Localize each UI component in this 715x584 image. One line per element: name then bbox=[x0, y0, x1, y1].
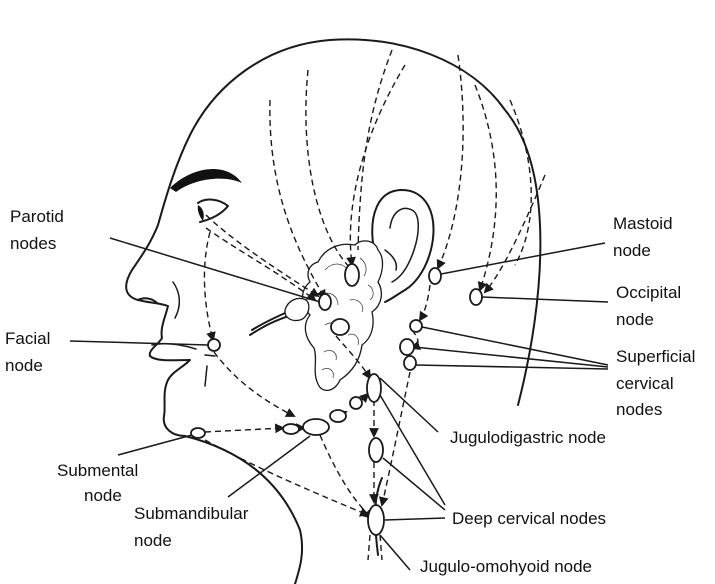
node-deep-cervical-1 bbox=[369, 438, 383, 462]
node-submandibular-3 bbox=[330, 410, 346, 422]
node-parotid-lower bbox=[331, 319, 349, 335]
node-mastoid bbox=[429, 268, 441, 284]
label-parotid-nodes: Parotid nodes bbox=[10, 207, 69, 253]
node-superficial-cervical-1 bbox=[410, 320, 422, 332]
node-submental bbox=[191, 428, 205, 438]
node-submandibular-2 bbox=[303, 419, 329, 435]
node-jugulo-omohyoid bbox=[368, 505, 384, 535]
node-parotid-preauricular bbox=[319, 294, 331, 310]
label-occipital-node: Occipital node bbox=[616, 283, 686, 329]
label-submandibular-node: Submandibular node bbox=[134, 504, 253, 550]
label-jugulodigastric-node: Jugulodigastric node bbox=[450, 428, 606, 447]
label-mastoid-node: Mastoid node bbox=[613, 214, 677, 260]
node-submandibular-1 bbox=[283, 424, 299, 434]
label-facial-node: Facial node bbox=[5, 329, 55, 375]
label-jugulo-omohyoid-node: Jugulo-omohyoid node bbox=[420, 557, 592, 576]
node-superficial-cervical-2 bbox=[400, 339, 414, 355]
node-facial bbox=[208, 339, 220, 351]
label-submental-node: Submental node bbox=[57, 461, 143, 505]
parotid-gland bbox=[285, 241, 383, 391]
label-superficial-cervical-nodes: Superficial cervical nodes bbox=[616, 347, 700, 419]
node-parotid-upper bbox=[345, 264, 359, 286]
label-deep-cervical-nodes: Deep cervical nodes bbox=[452, 509, 606, 528]
node-jugulodigastric bbox=[367, 374, 381, 402]
node-superficial-cervical-3 bbox=[404, 356, 416, 370]
node-submandibular-4 bbox=[350, 397, 362, 409]
node-occipital bbox=[470, 289, 482, 305]
